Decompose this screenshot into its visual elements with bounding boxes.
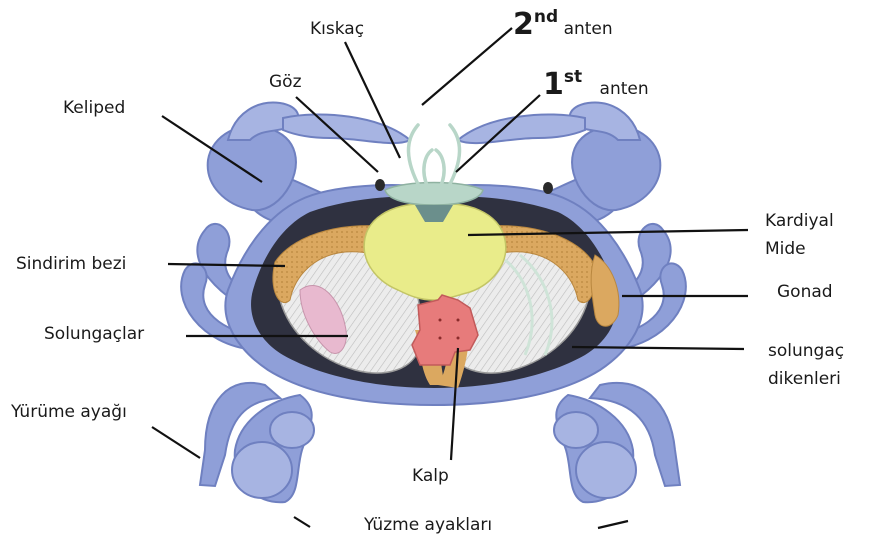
label-goz: Göz	[269, 74, 302, 91]
swimming-legs	[232, 395, 636, 502]
label-yuzme-ayaklari: Yüzme ayakları	[364, 517, 492, 534]
label-solungac-line2: dikenleri	[768, 365, 844, 393]
label-first-number: 1	[543, 67, 564, 102]
label-solungaclar: Solungaçlar	[44, 326, 144, 343]
label-kardiyal-line2: Mide	[765, 235, 834, 263]
label-kardiyal-line1: Kardiyal	[765, 207, 834, 235]
label-solungac-dikenleri: solungaç dikenleri	[768, 337, 844, 393]
label-keliped: Keliped	[63, 100, 125, 117]
label-second-word: anten	[564, 19, 613, 39]
label-kalp: Kalp	[412, 468, 449, 485]
label-gonad: Gonad	[777, 284, 833, 301]
label-second-number: 2	[513, 7, 534, 42]
label-yurume-ayagi: Yürüme ayağı	[11, 404, 127, 421]
label-solungac-line1: solungaç	[768, 337, 844, 365]
label-kiskac: Kıskaç	[310, 21, 364, 38]
label-second-superscript: nd	[534, 7, 558, 27]
label-sindirim-bezi: Sindirim bezi	[16, 256, 126, 273]
label-second-antenna: 2nd anten	[513, 10, 613, 40]
antennae	[408, 125, 459, 188]
label-first-word: anten	[600, 79, 649, 99]
label-kardiyal-mide: Kardiyal Mide	[765, 207, 834, 263]
mouth-region	[385, 183, 483, 206]
label-first-superscript: st	[564, 67, 582, 87]
label-first-antenna: 1st anten	[543, 70, 649, 100]
